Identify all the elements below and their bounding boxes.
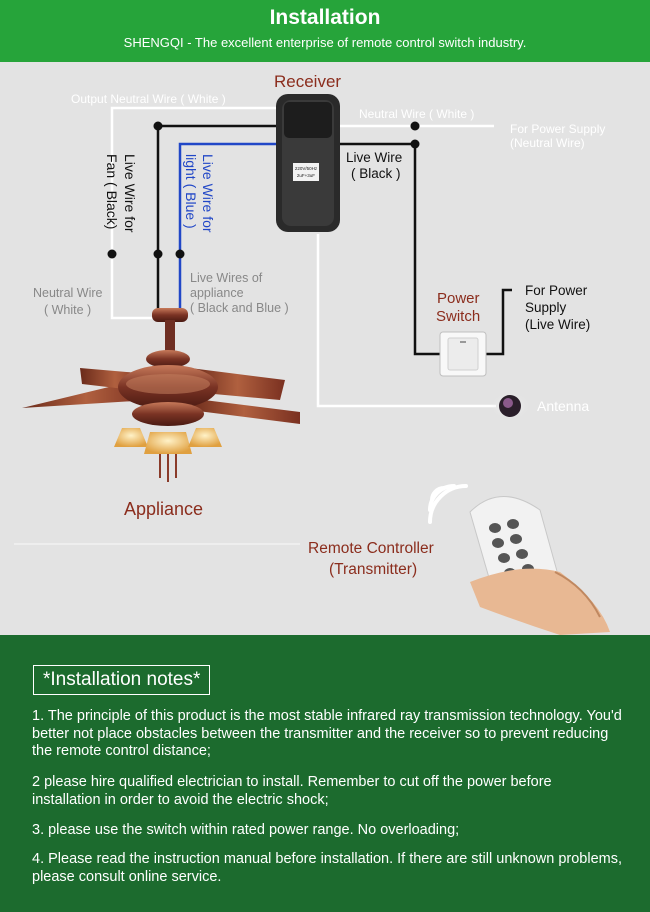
junction-dots bbox=[107, 121, 420, 259]
receiver-label: Receiver bbox=[274, 72, 342, 91]
appliance-live-label-2: appliance bbox=[190, 286, 244, 300]
antenna-wire bbox=[316, 234, 496, 408]
header-banner: Installation SHENGQI - The excellent ent… bbox=[0, 0, 650, 62]
power-neutral-label-2: (Neutral Wire) bbox=[510, 136, 585, 150]
page-title: Installation bbox=[269, 6, 381, 29]
power-live-label-3: (Live Wire) bbox=[525, 317, 591, 332]
fan-live-label-2: Fan ( Black) bbox=[104, 154, 120, 230]
receiver-rating-plate bbox=[293, 163, 319, 181]
notes-title: *Installation notes* bbox=[33, 665, 211, 695]
remote-label-1: Remote Controller bbox=[308, 540, 434, 557]
fan-live-label-1: Live Wire for bbox=[122, 154, 138, 233]
appliance-live-label-3: ( Black and Blue ) bbox=[190, 301, 289, 315]
wiring-svg: 220V/50Hz 2uF+3uF bbox=[14, 94, 610, 635]
installation-notes: *Installation notes* 1. The principle of… bbox=[0, 635, 650, 912]
ceiling-fan bbox=[22, 308, 300, 482]
power-neutral-label-1: For Power Supply bbox=[510, 122, 606, 136]
appliance-label: Appliance bbox=[124, 499, 204, 519]
neutral-left-label-2: ( White ) bbox=[44, 303, 92, 317]
antenna-label: Antenna bbox=[537, 398, 590, 414]
note-2: 2 please hire qualified electrician to i… bbox=[32, 774, 552, 808]
antenna-device bbox=[490, 392, 530, 420]
receiver-box: 220V/50Hz 2uF+3uF bbox=[276, 94, 340, 232]
note-3: 3. please use the switch within rated po… bbox=[32, 822, 460, 838]
wiring-diagram: 220V/50Hz 2uF+3uF bbox=[0, 62, 650, 635]
output-neutral-wire-label: Output Neutral Wire ( White ) bbox=[71, 92, 226, 106]
light-live-label-2: light ( Blue ) bbox=[183, 154, 199, 229]
receiver-plate-line-1: 220V/50Hz bbox=[295, 166, 318, 171]
power-switch-label-1: Power bbox=[437, 290, 480, 307]
power-switch-label-2: Switch bbox=[436, 308, 481, 325]
note-1: 1. The principle of this product is the … bbox=[32, 708, 622, 760]
switch-supply-wire bbox=[484, 288, 512, 356]
note-4: 4. Please read the instruction manual be… bbox=[32, 851, 622, 885]
light-live-label-1: Live Wire for bbox=[200, 154, 216, 233]
remote-controller bbox=[469, 496, 610, 635]
live-black-label-1: Live Wire bbox=[346, 150, 403, 165]
signal-waves bbox=[428, 484, 468, 524]
power-switch bbox=[439, 331, 487, 377]
appliance-live-label-1: Live Wires of bbox=[190, 271, 263, 285]
remote-label-2: (Transmitter) bbox=[329, 561, 418, 578]
live-black-label-2: ( Black ) bbox=[351, 166, 401, 181]
output-neutral-wire bbox=[110, 106, 278, 320]
neutral-left-label-1: Neutral Wire bbox=[33, 286, 103, 300]
power-live-label-1: For Power bbox=[525, 283, 588, 298]
receiver-plate-line-2: 2uF+3uF bbox=[297, 173, 315, 178]
neutral-wire-top-label: Neutral Wire ( White ) bbox=[359, 107, 475, 121]
power-live-label-2: Supply bbox=[525, 300, 567, 315]
page-subtitle: SHENGQI - The excellent enterprise of re… bbox=[123, 35, 527, 50]
live-wire-switch bbox=[338, 142, 442, 356]
